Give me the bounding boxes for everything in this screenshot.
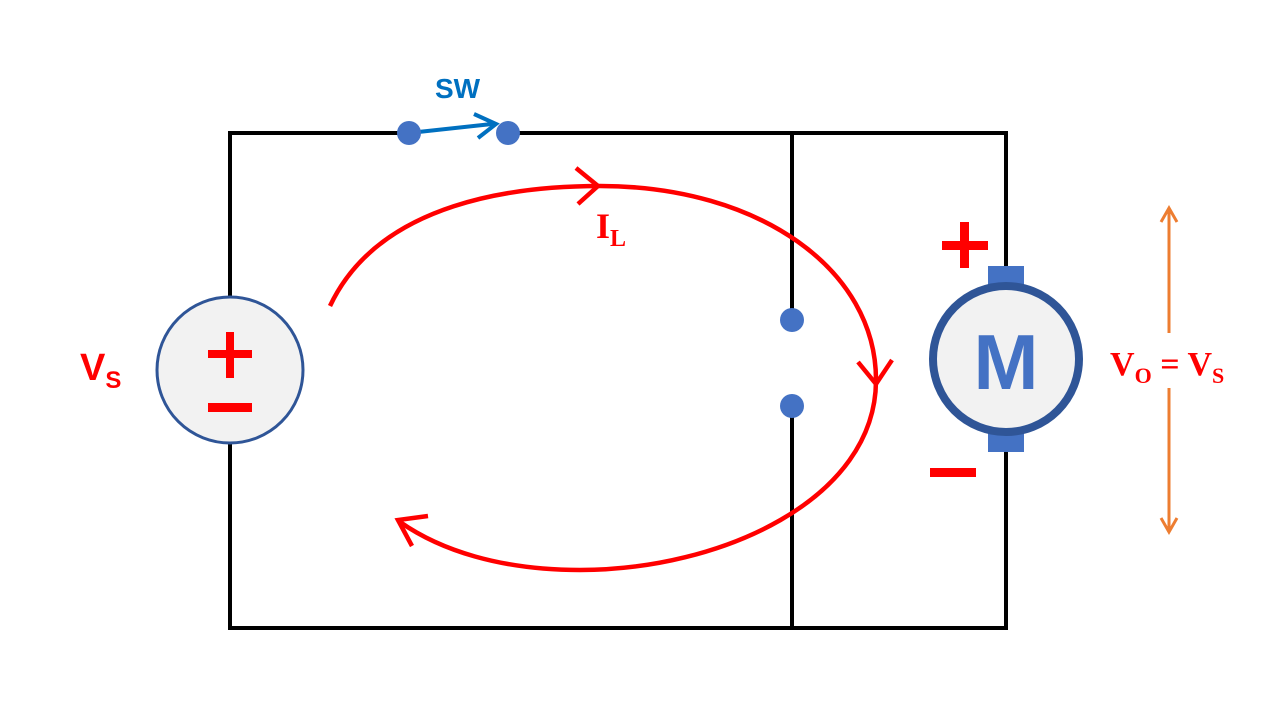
output-arrowhead-bottom (1159, 517, 1179, 536)
circuit-wires (228, 131, 1008, 630)
switch-node-right (496, 121, 520, 145)
motor-minus (930, 468, 976, 477)
switch-icon: SW (397, 73, 520, 145)
motor-plus-vertical (960, 222, 969, 268)
motor-label: M (974, 318, 1039, 406)
switch-node-left (397, 121, 421, 145)
terminal-node-bottom (780, 394, 804, 418)
motor-terminal-bottom (988, 432, 1024, 452)
terminal-node-top (780, 308, 804, 332)
output-arrowhead-top (1159, 204, 1179, 223)
current-arrow-top (574, 166, 602, 206)
switch-blade (408, 122, 493, 135)
current-label: IL (596, 206, 626, 252)
motor-circle (929, 282, 1083, 436)
current-path-lower (398, 379, 879, 573)
switch-arrowhead (473, 112, 500, 140)
output-voltage-label: VO = VS (1110, 346, 1224, 388)
source-minus (208, 403, 252, 412)
current-arrow-right (856, 358, 894, 388)
switch-label: SW (435, 73, 481, 104)
load-current-loop (327, 166, 894, 573)
current-arrow-bottom (394, 513, 429, 548)
output-voltage-arrow (1159, 204, 1179, 536)
dc-motor-icon: M (929, 266, 1083, 452)
motor-terminal-top (988, 266, 1024, 286)
source-plus-vertical (226, 332, 234, 378)
source-voltage-label: VS (80, 347, 121, 394)
dc-voltage-source-icon (155, 295, 305, 445)
